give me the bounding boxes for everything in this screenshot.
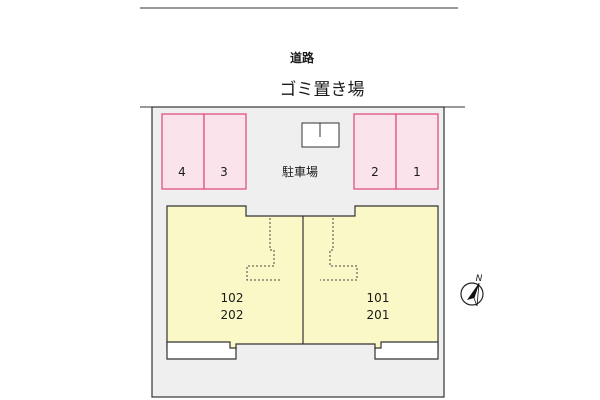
- compass-needle: [467, 283, 479, 300]
- stair-outline-left: [246, 218, 282, 281]
- stair-outline-right: [320, 218, 358, 281]
- parking-space-3-label: 3: [220, 165, 228, 179]
- balcony-left: [166, 341, 237, 360]
- unit-202-label: 202: [221, 308, 244, 322]
- north-compass-icon: N: [460, 274, 484, 307]
- compass-north-label: N: [476, 274, 483, 284]
- unit-101-label: 101: [367, 291, 390, 305]
- unit-201-label: 201: [367, 308, 390, 322]
- parking-label: 駐車場: [282, 164, 318, 179]
- unit-102-label: 102: [221, 291, 244, 305]
- compass-needle-tail: [473, 282, 480, 307]
- parking-space-3: [203, 113, 247, 190]
- parking-space-4: [161, 113, 205, 190]
- parking-space-4-label: 4: [178, 165, 186, 179]
- parking-space-1-label: 1: [413, 165, 421, 179]
- parking-area: 4 3 2 1 駐車場: [161, 113, 439, 190]
- parking-space-2: [353, 113, 397, 190]
- parking-space-2-label: 2: [371, 165, 379, 179]
- trash-area-label: ゴミ置き場: [280, 79, 365, 100]
- balcony-right: [374, 341, 439, 360]
- road-label: 道路: [290, 50, 315, 65]
- building: 102 202 101 201: [166, 205, 439, 351]
- parking-space-1: [395, 113, 439, 190]
